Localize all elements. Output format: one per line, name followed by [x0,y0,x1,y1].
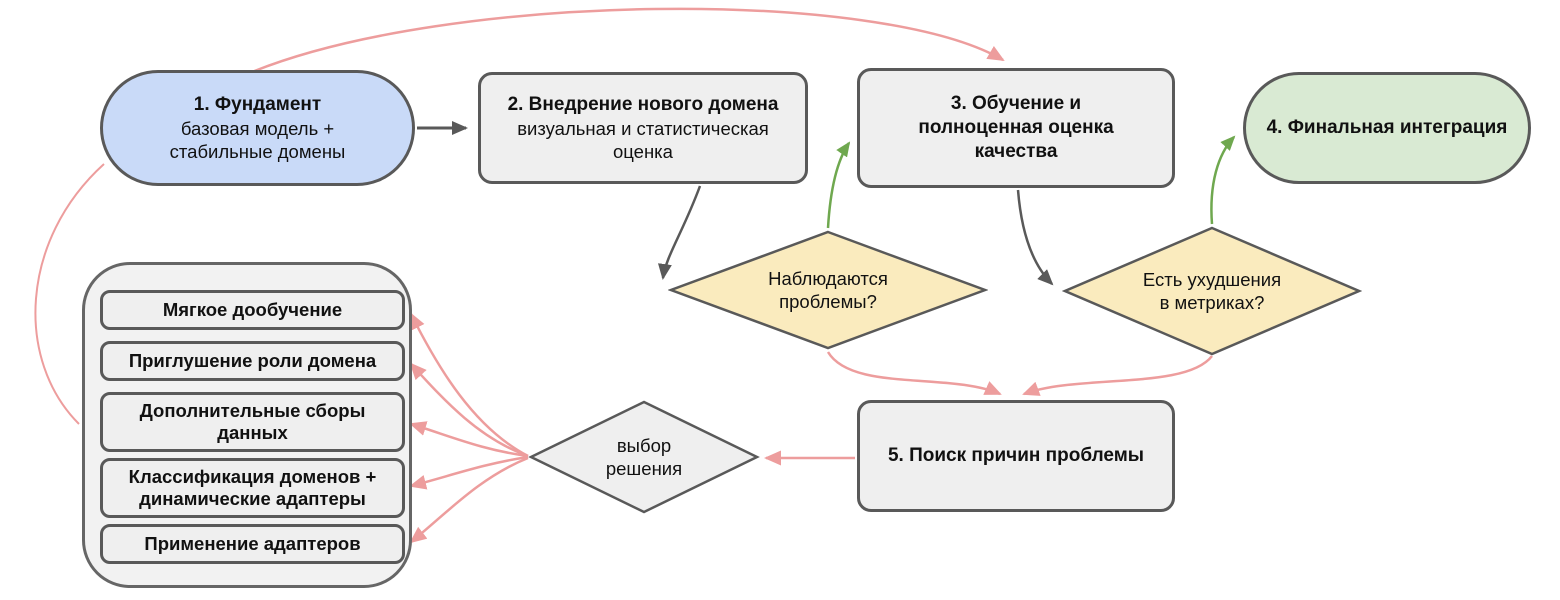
node-decision-problems: Наблюдаются проблемы? [668,230,988,350]
edge-foundation-to-solutions [34,163,105,425]
node-step2: 2. Внедрение нового домена визуальная и … [478,72,808,184]
node-step4: 4. Финальная интеграция [1243,72,1531,184]
node-decision-metrics: Есть ухудшения в метриках? [1062,226,1362,356]
node-decision-metrics-label: Есть ухудшения в метриках? [1142,268,1282,313]
edge-problems-to-step3 [826,141,851,229]
edge-choice-to-solution-1 [409,312,529,458]
solution-item-label: Применение адаптеров [144,532,361,554]
edge-choice-to-solution-5 [409,456,529,544]
solution-item-soft-finetune: Мягкое дообучение [100,290,405,330]
edge-problems-to-step5 [826,351,1002,396]
edge-metrics-to-step5 [1022,355,1213,396]
solution-item-label: Приглушение роли домена [128,349,377,371]
node-foundation: 1. Фундамент базовая модель + стабильные… [100,70,415,186]
node-step5-title: 5. Поиск причин проблемы [887,445,1145,467]
node-decision-choice-label: выбор решения [605,434,683,479]
node-step4-title: 4. Финальная интеграция [1266,117,1508,139]
edge-foundation-to-step3 [251,7,1005,74]
node-foundation-subtitle: базовая модель + стабильные домены [169,117,346,162]
solution-item-domain-classification-adapters: Классификация доменов + динамические ада… [100,458,405,518]
solution-item-domain-role-damping: Приглушение роли домена [100,341,405,381]
diamond-shape [1062,226,1362,356]
edge-choice-to-solution-3 [409,421,529,458]
edge-step2-to-problems [657,185,702,280]
solution-item-extra-data-collection: Дополнительные сборы данных [100,392,405,452]
edge-choice-to-solution-2 [409,362,529,458]
node-step3-title: 3. Обучение и полноценная оценка качеств… [918,93,1114,162]
solution-item-label: Дополнительные сборы данных [139,399,366,443]
node-decision-problems-label: Наблюдаются проблемы? [768,267,888,312]
edge-metrics-to-step4 [1210,135,1236,225]
node-foundation-title: 1. Фундамент [193,94,322,115]
solution-item-label: Классификация доменов + динамические ада… [128,465,377,509]
node-decision-choice: выбор решения [528,400,760,514]
diamond-shape [528,400,760,514]
edge-step3-to-metrics [1016,189,1054,286]
diamond-shape [668,230,988,350]
edge-choice-to-solution-4 [409,455,529,490]
solution-item-label: Мягкое дообучение [162,298,343,320]
node-step3: 3. Обучение и полноценная оценка качеств… [857,68,1175,188]
solution-item-apply-adapters: Применение адаптеров [100,524,405,564]
node-step2-subtitle: визуальная и статистическая оценка [517,117,769,162]
node-step2-title: 2. Внедрение нового домена [507,94,779,115]
node-step5: 5. Поиск причин проблемы [857,400,1175,512]
